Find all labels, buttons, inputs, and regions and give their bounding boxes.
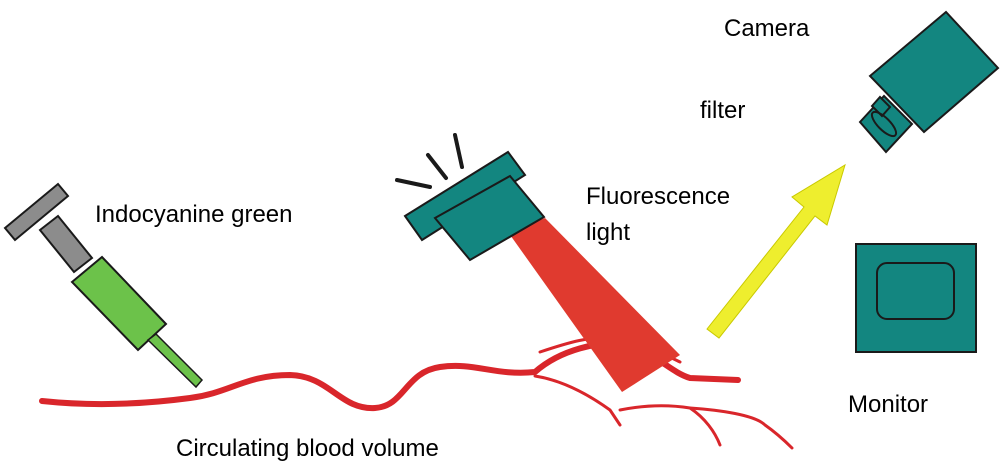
fluorescence-beam [508,218,680,392]
monitor-frame [855,243,977,353]
camera-label: Camera [724,15,810,42]
monitor [855,243,977,353]
blood-vessel-tail-left [618,404,722,447]
syringe-needle [146,333,204,389]
light-rays [395,133,464,189]
syringe-barrel [70,255,168,352]
syringe-plunger-handle [3,182,70,242]
filter-icon [870,110,898,138]
light-source [395,133,546,262]
blood-volume-label: Circulating blood volume [176,435,439,462]
blood-vessels [39,336,794,450]
emission-arrow [706,163,846,339]
light-source-body [433,174,546,262]
monitor-label: Monitor [848,391,928,418]
monitor-screen [876,262,955,320]
camera-body [868,10,1000,134]
blood-vessel-tail-right [688,406,794,450]
fluorescence-label: Fluorescence [586,183,730,210]
indocyanine-green-label: Indocyanine green [95,201,292,228]
camera [858,10,1000,154]
syringe [3,182,204,389]
blood-vessel-lower-branch [533,374,622,427]
light-label: light [586,219,630,246]
syringe-plunger-rod [38,214,94,274]
filter-label: filter [700,97,745,124]
